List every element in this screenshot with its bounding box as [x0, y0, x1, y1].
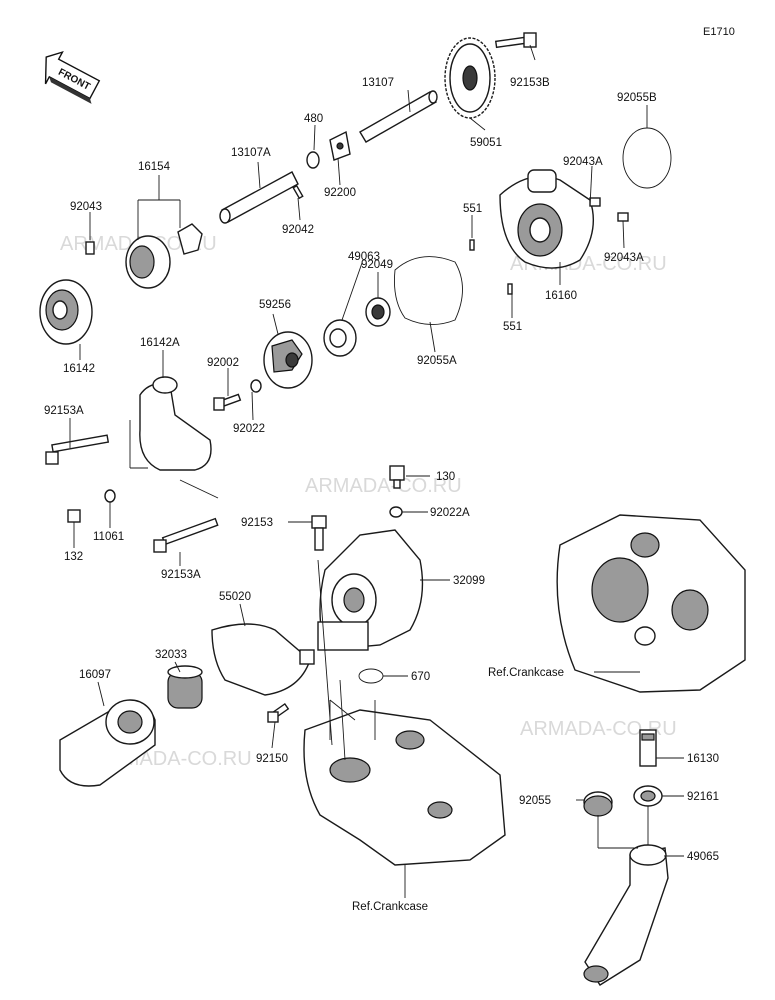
washer-92022A	[389, 506, 403, 518]
label-551: 551	[503, 321, 522, 333]
label-13107: 13107	[362, 77, 394, 89]
shaft-13107	[359, 90, 438, 143]
label-32099: 32099	[453, 575, 485, 587]
label-670: 670	[411, 671, 430, 683]
crankcase-right	[556, 514, 746, 693]
label-92153A: 92153A	[161, 569, 201, 581]
watermark: ARMADA-CO.RU	[520, 718, 677, 740]
label-16097: 16097	[79, 669, 111, 681]
screen-32033	[167, 665, 203, 709]
seal-92161	[633, 785, 663, 807]
label-49065: 49065	[687, 851, 719, 863]
dowel-92043A	[617, 212, 629, 222]
label-92150: 92150	[256, 753, 288, 765]
label-92043A: 92043A	[604, 252, 644, 264]
label-92200: 92200	[324, 187, 356, 199]
front-arrow-icon: FRONT	[44, 50, 101, 104]
diagram-code: E1710	[703, 26, 735, 38]
bolt-130	[389, 465, 405, 489]
pump-body-16142	[39, 279, 93, 345]
bolt-92150	[267, 702, 290, 723]
strainer-55020	[211, 623, 315, 696]
pump-housing-16160	[499, 169, 595, 269]
sprocket-59051	[444, 37, 496, 119]
label-49063: 49063	[348, 251, 380, 263]
seal-49063	[323, 319, 357, 357]
label-59051: 59051	[470, 137, 502, 149]
label-16160: 16160	[545, 290, 577, 302]
dowel-92043A	[589, 197, 601, 207]
label-92049: 92049	[361, 259, 393, 271]
nozzle-16130	[639, 729, 657, 767]
label-16154: 16154	[138, 161, 171, 173]
leader-lines	[69, 44, 684, 898]
label-16130: 16130	[687, 753, 719, 765]
ref-crankcase-label: Ref.Crankcase	[488, 667, 564, 679]
seal-92049	[365, 297, 391, 327]
pin-92042	[292, 184, 304, 200]
impeller-59256	[263, 331, 313, 389]
label-92153A: 92153A	[44, 405, 84, 417]
gasket-92055A	[394, 256, 463, 325]
shaft-13107A	[219, 171, 299, 224]
label-92042: 92042	[282, 224, 314, 236]
washer-11061	[104, 489, 116, 503]
crankcase-lower	[303, 709, 506, 866]
label-59256: 59256	[259, 299, 291, 311]
bolt-92153A	[153, 517, 219, 553]
label-92055: 92055	[519, 795, 551, 807]
pump-cover-16142A	[139, 376, 212, 471]
label-132: 132	[64, 551, 83, 563]
circlip-480	[306, 151, 320, 169]
label-130: 130	[436, 471, 455, 483]
label-92055B: 92055B	[617, 92, 657, 104]
pin-92043	[85, 241, 95, 255]
oring-670	[358, 668, 384, 684]
label-92161: 92161	[687, 791, 719, 803]
pin-551	[469, 239, 475, 251]
bolt-132	[67, 509, 81, 523]
label-92153B: 92153B	[510, 77, 550, 89]
label-480: 480	[304, 113, 323, 125]
plate-92200	[329, 130, 351, 161]
label-92002: 92002	[207, 357, 239, 369]
oil-pump-32099	[317, 529, 424, 651]
pipe-49065	[583, 844, 669, 986]
pin-551	[507, 283, 513, 295]
bolt-92153	[311, 515, 327, 551]
oring-92055B	[622, 127, 672, 189]
oring-92055	[583, 791, 613, 817]
label-16142A: 16142A	[140, 337, 180, 349]
label-92022: 92022	[233, 423, 265, 435]
label-92043: 92043	[70, 201, 102, 213]
label-13107A: 13107A	[231, 147, 271, 159]
watermark: ARMADA-CO.RU	[305, 475, 462, 497]
label-92043A: 92043A	[563, 156, 603, 168]
ref-crankcase-label: Ref.Crankcase	[352, 901, 428, 913]
label-11061: 11061	[93, 531, 124, 543]
rotor-16154	[125, 223, 203, 289]
bolt-92002	[213, 393, 242, 411]
label-16142: 16142	[63, 363, 95, 375]
washer-92022	[250, 379, 262, 393]
label-55020: 55020	[219, 591, 251, 603]
oil-filter-16097	[59, 699, 156, 787]
label-92055A: 92055A	[417, 355, 457, 367]
label-92153: 92153	[241, 517, 273, 529]
bolt-92153A	[45, 434, 110, 465]
label-32033: 32033	[155, 649, 187, 661]
label-92022A: 92022A	[430, 507, 470, 519]
bolt-92153B	[494, 32, 537, 49]
label-551: 551	[463, 203, 482, 215]
